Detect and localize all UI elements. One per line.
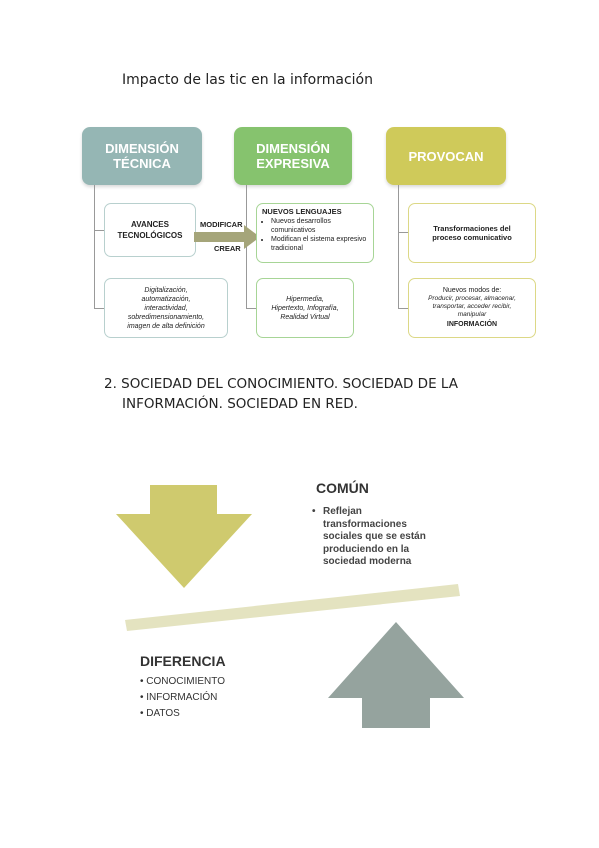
box-transformaciones: Transformaciones del proceso comunicativ… (408, 203, 536, 263)
header-line: PROVOCAN (408, 148, 484, 164)
arrow-shape (194, 225, 260, 249)
connector-line (94, 185, 95, 309)
text-line: sociedad moderna (323, 556, 412, 567)
box-line: Hipertexto, Infografía, (271, 304, 339, 312)
list-item: • INFORMACIÓN (140, 692, 218, 703)
box-avances-tecnologicos: AVANCES TECNOLÓGICOS (104, 203, 196, 257)
balance-diagram (116, 485, 464, 728)
header-line: DIMENSIÓN (256, 141, 330, 156)
heading-line: INFORMACIÓN. SOCIEDAD EN RED. (122, 396, 358, 412)
box-hipermedia: Hipermedia, Hipertexto, Infografía, Real… (256, 278, 354, 338)
connector-line (398, 308, 408, 309)
box-line: automatización, (141, 295, 191, 303)
header-dimension-expresiva: DIMENSIÓN EXPRESIVA (234, 127, 352, 185)
text-line: sociales que se están (323, 531, 426, 542)
bullet: • (312, 506, 316, 517)
box-emphasis: INFORMACIÓN (446, 321, 498, 328)
box-title: Nuevos modos de: (442, 287, 502, 294)
box-line: AVANCES (131, 220, 169, 229)
header-provocan: PROVOCAN (386, 127, 506, 185)
box-line: interactividad, (144, 304, 188, 312)
header-dimension-tecnica: DIMENSIÓN TÉCNICA (82, 127, 202, 185)
text-line: Reflejan (323, 506, 362, 517)
box-title: NUEVOS LENGUAJES (262, 207, 342, 216)
box-line: TECNOLÓGICOS (117, 231, 183, 240)
up-arrow (328, 622, 464, 728)
diferencia-list: • CONOCIMIENTO • INFORMACIÓN • DATOS (140, 674, 225, 722)
section-2-heading: 2. SOCIEDAD DEL CONOCIMIENTO. SOCIEDAD D… (104, 374, 458, 414)
box-line: Transformaciones del (433, 224, 511, 233)
comun-title: COMÚN (316, 480, 369, 496)
list-item: • DATOS (140, 708, 180, 719)
diferencia-title: DIFERENCIA (140, 653, 226, 669)
connector-line (246, 308, 256, 309)
box-digitalizacion: Digitalización, automatización, interact… (104, 278, 228, 338)
connector-line (398, 185, 399, 309)
connector-line (94, 308, 104, 309)
box-nuevos-modos: Nuevos modos de: Producir, procesar, alm… (408, 278, 536, 338)
box-line: manipular (457, 311, 487, 318)
header-line: DIMENSIÓN (105, 141, 179, 156)
text-line: produciendo en la (323, 543, 410, 555)
box-line: Hipermedia, (286, 295, 324, 303)
label-modificar: MODIFICAR (200, 220, 243, 229)
box-line: transportar, acceder recibir, (432, 303, 512, 310)
box-line: Digitalización, (144, 286, 188, 294)
box-line: proceso comunicativo (432, 233, 512, 242)
list-item: • CONOCIMIENTO (140, 676, 225, 687)
list-item: Modifican el sistema expresivo tradicion… (271, 235, 368, 253)
comun-description: • Reflejan transformaciones sociales que… (312, 506, 452, 569)
list-item: Nuevos desarrollos comunicativos (271, 217, 368, 235)
lenguajes-list: Nuevos desarrollos comunicativos Modific… (262, 217, 368, 253)
box-line: Producir, procesar, almacenar, (428, 295, 516, 302)
header-line: EXPRESIVA (256, 156, 330, 171)
box-line: sobredimensionamiento, (127, 313, 205, 321)
label-crear: CREAR (214, 244, 241, 253)
heading-line: 2. SOCIEDAD DEL CONOCIMIENTO. SOCIEDAD D… (104, 376, 458, 392)
text-line: transformaciones (323, 518, 407, 530)
page-title: Impacto de las tic en la información (122, 72, 373, 88)
box-nuevos-lenguajes: NUEVOS LENGUAJES Nuevos desarrollos comu… (256, 203, 374, 263)
down-arrow (116, 485, 252, 588)
balance-beam (125, 584, 460, 631)
box-line: Realidad Virtual (280, 313, 330, 321)
connector-line (398, 232, 408, 233)
header-line: TÉCNICA (113, 156, 171, 171)
modify-arrow (194, 225, 260, 249)
box-line: imagen de alta definición (127, 322, 205, 330)
connector-line (94, 230, 104, 231)
